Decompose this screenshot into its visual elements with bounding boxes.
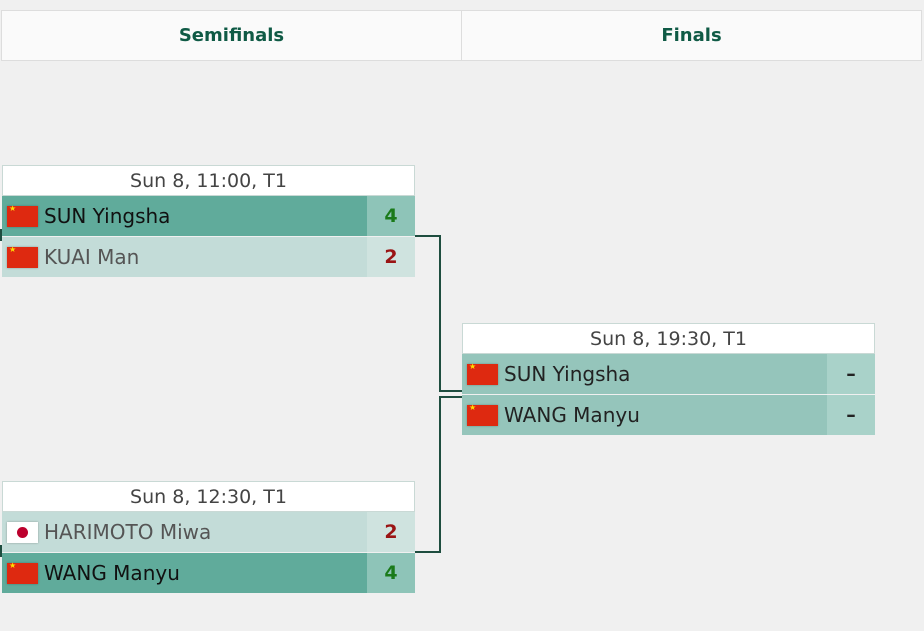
player-name: SUN Yingsha (504, 362, 631, 386)
china-flag-icon (7, 561, 38, 584)
match-final[interactable]: Sun 8, 19:30, T1 SUN Yingsha – WANG Manyu… (462, 323, 875, 436)
player-score: 2 (367, 237, 415, 277)
player-name: SUN Yingsha (44, 204, 171, 228)
china-flag-icon (467, 403, 498, 426)
player-score: 2 (367, 512, 415, 552)
player-row[interactable]: SUN Yingsha 4 (2, 196, 415, 236)
china-flag-icon (7, 245, 38, 268)
match-info: Sun 8, 11:00, T1 (2, 165, 415, 196)
player-name: KUAI Man (44, 245, 140, 269)
player-score: – (827, 395, 875, 435)
player-name: WANG Manyu (504, 403, 640, 427)
bracket-connector (439, 396, 441, 553)
match-info: Sun 8, 12:30, T1 (2, 481, 415, 512)
china-flag-icon (7, 204, 38, 227)
match-info: Sun 8, 19:30, T1 (462, 323, 875, 354)
player-score: 4 (367, 553, 415, 593)
bracket-connector (415, 235, 441, 237)
bracket-connector (415, 551, 441, 553)
player-row[interactable]: WANG Manyu – (462, 395, 875, 435)
bracket-connector (439, 390, 462, 392)
japan-flag-icon (7, 521, 38, 543)
match-semifinal-2[interactable]: Sun 8, 12:30, T1 HARIMOTO Miwa 2 WANG Man… (2, 481, 415, 594)
player-score: – (827, 354, 875, 394)
player-name: WANG Manyu (44, 561, 180, 585)
player-score: 4 (367, 196, 415, 236)
player-row[interactable]: HARIMOTO Miwa 2 (2, 512, 415, 552)
bracket-connector (439, 235, 441, 392)
round-header-semifinals: Semifinals (1, 10, 462, 61)
match-semifinal-1[interactable]: Sun 8, 11:00, T1 SUN Yingsha 4 KUAI Man 2 (2, 165, 415, 278)
player-name: HARIMOTO Miwa (44, 520, 212, 544)
bracket-connector (0, 229, 2, 241)
player-row[interactable]: SUN Yingsha – (462, 354, 875, 394)
bracket-connector (439, 396, 462, 398)
player-row[interactable]: KUAI Man 2 (2, 237, 415, 277)
player-row[interactable]: WANG Manyu 4 (2, 553, 415, 593)
china-flag-icon (467, 362, 498, 385)
round-header-finals: Finals (461, 10, 922, 61)
bracket-connector (0, 545, 2, 557)
